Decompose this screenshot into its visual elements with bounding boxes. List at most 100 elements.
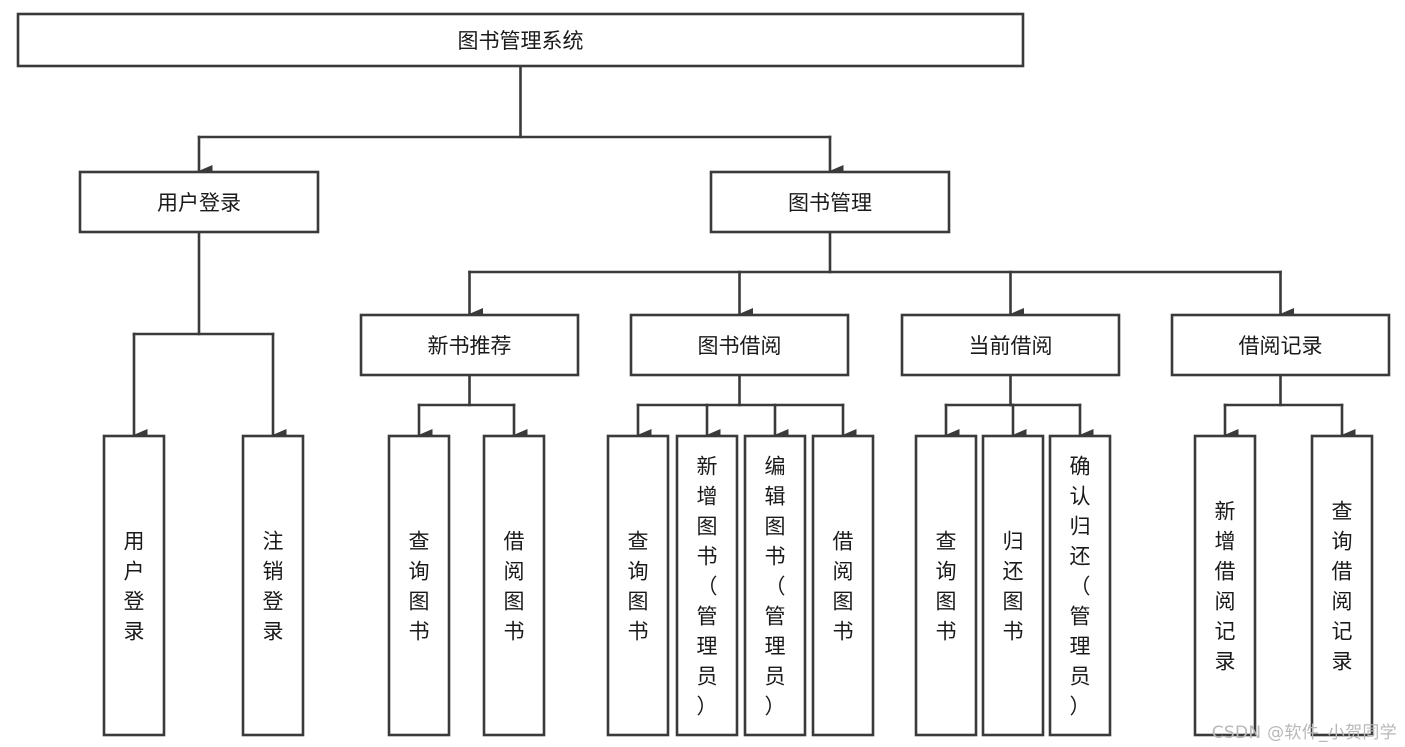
node-box-leaf-query-borrow-record <box>1310 434 1374 737</box>
node-leaf-user-login[interactable]: 用户登录 <box>102 434 166 737</box>
node-label-char: 书 <box>504 620 525 644</box>
node-label-char: 查 <box>409 530 430 554</box>
node-label-char: 询 <box>409 560 430 584</box>
node-label-char: 录 <box>124 620 145 644</box>
node-label-char: （ <box>697 575 718 599</box>
node-label-char: 认 <box>1070 485 1091 509</box>
node-box-leaf-query-book-borrow <box>606 434 670 737</box>
node-label-char: 借 <box>504 530 525 554</box>
node-label-root: 图书管理系统 <box>458 29 584 53</box>
node-label-char: ） <box>697 695 718 719</box>
node-label-char: 编 <box>765 455 786 479</box>
node-label-char: 理 <box>765 635 786 659</box>
node-box-leaf-add-book-admin <box>675 434 739 737</box>
node-box-leaf-add-borrow-record <box>1193 434 1257 737</box>
node-box-leaf-query-book-rec <box>387 434 451 737</box>
node-label-char: 管 <box>697 605 718 629</box>
node-label-char: 理 <box>1070 635 1091 659</box>
node-label-char: 增 <box>1215 530 1236 554</box>
node-borrow-record[interactable]: 借阅记录 <box>1170 313 1391 377</box>
node-label-book-management: 图书管理 <box>788 191 872 215</box>
node-label-char: 书 <box>697 545 718 569</box>
node-current-borrow[interactable]: 当前借阅 <box>900 313 1121 377</box>
node-label-char: 登 <box>263 590 284 614</box>
node-label-char: 查 <box>936 530 957 554</box>
node-label-char: 阅 <box>833 560 854 584</box>
node-label-char: 借 <box>1332 560 1353 584</box>
node-box-leaf-logout <box>241 434 305 737</box>
node-new-book-recommend[interactable]: 新书推荐 <box>359 313 580 377</box>
node-book-borrow[interactable]: 图书借阅 <box>629 313 850 377</box>
node-label-char: 书 <box>628 620 649 644</box>
node-label-char: 阅 <box>1215 590 1236 614</box>
node-label-char: 录 <box>1332 650 1353 674</box>
node-label-char: 确 <box>1070 455 1091 479</box>
node-box-leaf-edit-book-admin <box>743 434 807 737</box>
node-label-char: 书 <box>765 545 786 569</box>
node-label-char: 辑 <box>765 485 786 509</box>
node-label-char: 询 <box>936 560 957 584</box>
node-box-user-login <box>78 170 320 234</box>
node-user-login[interactable]: 用户登录 <box>78 170 320 234</box>
node-label-char: 图 <box>409 590 430 614</box>
node-label-char: 图 <box>697 515 718 539</box>
node-box-root <box>16 12 1025 68</box>
node-label-new-book-recommend: 新书推荐 <box>428 334 512 358</box>
node-label-current-borrow: 当前借阅 <box>969 334 1053 358</box>
node-label-char: （ <box>1070 575 1091 599</box>
node-label-char: 录 <box>263 620 284 644</box>
node-label-book-borrow: 图书借阅 <box>698 334 782 358</box>
node-label-char: 归 <box>1070 515 1091 539</box>
node-book-management[interactable]: 图书管理 <box>709 170 951 234</box>
node-box-leaf-user-login <box>102 434 166 737</box>
node-label-char: 登 <box>124 590 145 614</box>
node-box-current-borrow <box>900 313 1121 377</box>
node-label-char: 图 <box>833 590 854 614</box>
node-label-char: ） <box>765 695 786 719</box>
node-label-char: 阅 <box>504 560 525 584</box>
node-label-char: 图 <box>765 515 786 539</box>
node-label-char: 图 <box>504 590 525 614</box>
node-label-char: 借 <box>833 530 854 554</box>
node-label-char: 用 <box>124 530 145 554</box>
node-label-char: 还 <box>1070 545 1091 569</box>
node-label-char: 书 <box>833 620 854 644</box>
node-root[interactable]: 图书管理系统 <box>16 12 1025 68</box>
node-label-char: 询 <box>1332 530 1353 554</box>
node-label-char: 询 <box>628 560 649 584</box>
node-label-char: 员 <box>1070 665 1091 689</box>
node-label-char: 查 <box>1332 500 1353 524</box>
node-box-leaf-borrow-book-rec <box>482 434 546 737</box>
node-label-char: 理 <box>697 635 718 659</box>
node-label-char: 记 <box>1215 620 1236 644</box>
watermark-text: CSDN @软件_小贺同学 <box>1211 723 1397 743</box>
node-label-char: 书 <box>409 620 430 644</box>
node-label-char: 图 <box>936 590 957 614</box>
node-label-char: 图 <box>1003 590 1024 614</box>
node-box-borrow-record <box>1170 313 1391 377</box>
node-label-char: 书 <box>1003 620 1024 644</box>
node-label-char: 管 <box>1070 605 1091 629</box>
node-box-leaf-borrow-book <box>811 434 875 737</box>
connector-lines <box>132 64 1356 441</box>
node-box-new-book-recommend <box>359 313 580 377</box>
node-label-char: （ <box>765 575 786 599</box>
node-label-char: 阅 <box>1332 590 1353 614</box>
node-label-char: 归 <box>1003 530 1024 554</box>
node-box-leaf-query-book-current <box>914 434 978 737</box>
node-label-char: 注 <box>263 530 284 554</box>
